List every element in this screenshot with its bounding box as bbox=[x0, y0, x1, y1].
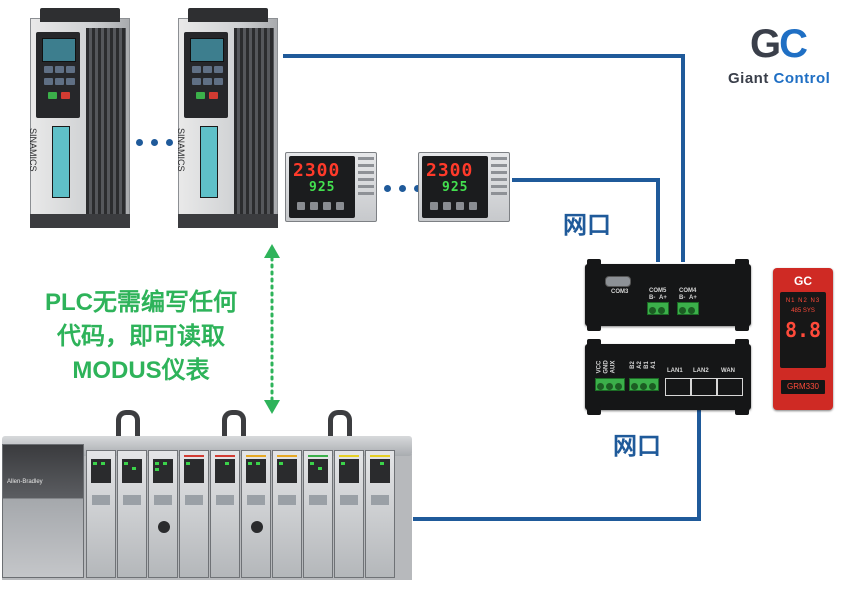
ellipsis-drives bbox=[136, 139, 173, 146]
plc-no-code-note: PLC无需编写任何 代码，即可读取 MODUS仪表 bbox=[12, 286, 270, 388]
note-line-2: 代码，即可读取 bbox=[57, 323, 225, 350]
ellipsis-controllers bbox=[384, 185, 421, 192]
indicator-n1: N1 bbox=[785, 298, 796, 304]
io-module bbox=[117, 450, 147, 578]
gateway-ethernet-unit: VCC GND AUX B2 A2 B1 A1 LAN1 LAN2 WAN bbox=[585, 339, 751, 415]
io-module bbox=[334, 450, 364, 578]
module-title: GC bbox=[794, 274, 812, 288]
plc-rack: Allen-Bradley bbox=[2, 410, 412, 580]
pv-display: 2300 bbox=[293, 160, 341, 181]
rack-hook bbox=[116, 410, 140, 440]
logo-wordmark: Giant Control bbox=[728, 70, 831, 87]
terminal-label: VCC bbox=[596, 360, 603, 374]
terminal-block bbox=[647, 302, 669, 315]
note-line-3: MODUS仪表 bbox=[72, 357, 210, 384]
port-com3-label: COM3 bbox=[611, 289, 629, 295]
io-module bbox=[210, 450, 240, 578]
plc-power-supply: Allen-Bradley bbox=[2, 444, 84, 578]
rack-hook bbox=[222, 410, 246, 440]
port-lan2-label: LAN2 bbox=[693, 368, 709, 374]
io-module bbox=[365, 450, 395, 578]
io-module bbox=[86, 450, 116, 578]
network-port-label-top: 网口 bbox=[563, 212, 611, 239]
indicator-n2: N2 bbox=[798, 298, 808, 304]
terminal-label: GND bbox=[603, 360, 610, 374]
processor-module bbox=[148, 450, 178, 578]
sv-display: 925 bbox=[442, 180, 469, 195]
frequency-drive-2: SINAMICS bbox=[176, 8, 278, 228]
pin-label: A+ bbox=[689, 295, 697, 301]
drive-brand-label: SINAMICS bbox=[176, 128, 186, 172]
seven-segment-display: 8.8 bbox=[784, 318, 822, 342]
port-lan1-label: LAN1 bbox=[667, 368, 683, 374]
frequency-drive-1: SINAMICS bbox=[28, 8, 130, 228]
arrow-head-up bbox=[264, 244, 280, 258]
terminal-label: A1 bbox=[650, 361, 657, 369]
drive-operator-panel bbox=[184, 32, 228, 118]
terminal-label: B1 bbox=[643, 361, 650, 369]
lan1-port bbox=[665, 378, 691, 396]
pin-label: B- bbox=[679, 295, 686, 301]
terminal-label: AUX bbox=[610, 360, 617, 374]
arrow-head-down bbox=[264, 400, 280, 414]
logo-mark: GC bbox=[750, 22, 808, 66]
plc-brand: Allen-Bradley bbox=[7, 479, 43, 485]
note-line-1: PLC无需编写任何 bbox=[45, 289, 237, 316]
lan2-port bbox=[691, 378, 717, 396]
port-wan-label: WAN bbox=[721, 368, 735, 374]
io-module bbox=[303, 450, 333, 578]
io-module bbox=[179, 450, 209, 578]
indicator-sys: SYS bbox=[802, 308, 815, 314]
rack-hook bbox=[328, 410, 352, 440]
port-com5-label: COM5 bbox=[649, 288, 667, 294]
processor-module bbox=[241, 450, 271, 578]
db9-connector bbox=[605, 276, 631, 287]
terminal-block bbox=[629, 378, 659, 391]
indicator-485: 485 bbox=[791, 308, 802, 314]
terminal-label: A2 bbox=[636, 361, 643, 369]
pv-display: 2300 bbox=[426, 160, 474, 181]
gateway-serial-unit: COM3 COM5 B- A+ COM4 B- A+ bbox=[585, 259, 751, 331]
sv-display: 925 bbox=[309, 180, 336, 195]
wire-plc-to-gateway bbox=[413, 408, 701, 521]
wire-drive-to-gateway bbox=[283, 54, 685, 262]
network-port-label-bottom: 网口 bbox=[613, 433, 661, 460]
module-model: GRM330 bbox=[781, 380, 825, 394]
module-screen: N1 N2 N3 485 SYS 8.8 bbox=[780, 292, 826, 368]
wire-controller-to-gateway bbox=[512, 178, 660, 262]
pin-label: B- bbox=[649, 295, 656, 301]
pin-label: A+ bbox=[659, 295, 667, 301]
drive-operator-panel bbox=[36, 32, 80, 118]
io-module bbox=[272, 450, 302, 578]
wan-port bbox=[717, 378, 743, 396]
brand-logo: GC Giant Control bbox=[728, 22, 848, 92]
terminal-block bbox=[595, 378, 625, 391]
indicator-n3: N3 bbox=[810, 298, 821, 304]
temperature-controller-2: 2300 925 bbox=[418, 152, 510, 222]
temperature-controller-1: 2300 925 bbox=[285, 152, 377, 222]
terminal-label: B2 bbox=[629, 361, 636, 369]
drive-brand-label: SINAMICS bbox=[28, 128, 38, 172]
display-module: GC N1 N2 N3 485 SYS 8.8 GRM330 bbox=[773, 268, 833, 410]
port-com4-label: COM4 bbox=[679, 288, 697, 294]
terminal-block bbox=[677, 302, 699, 315]
